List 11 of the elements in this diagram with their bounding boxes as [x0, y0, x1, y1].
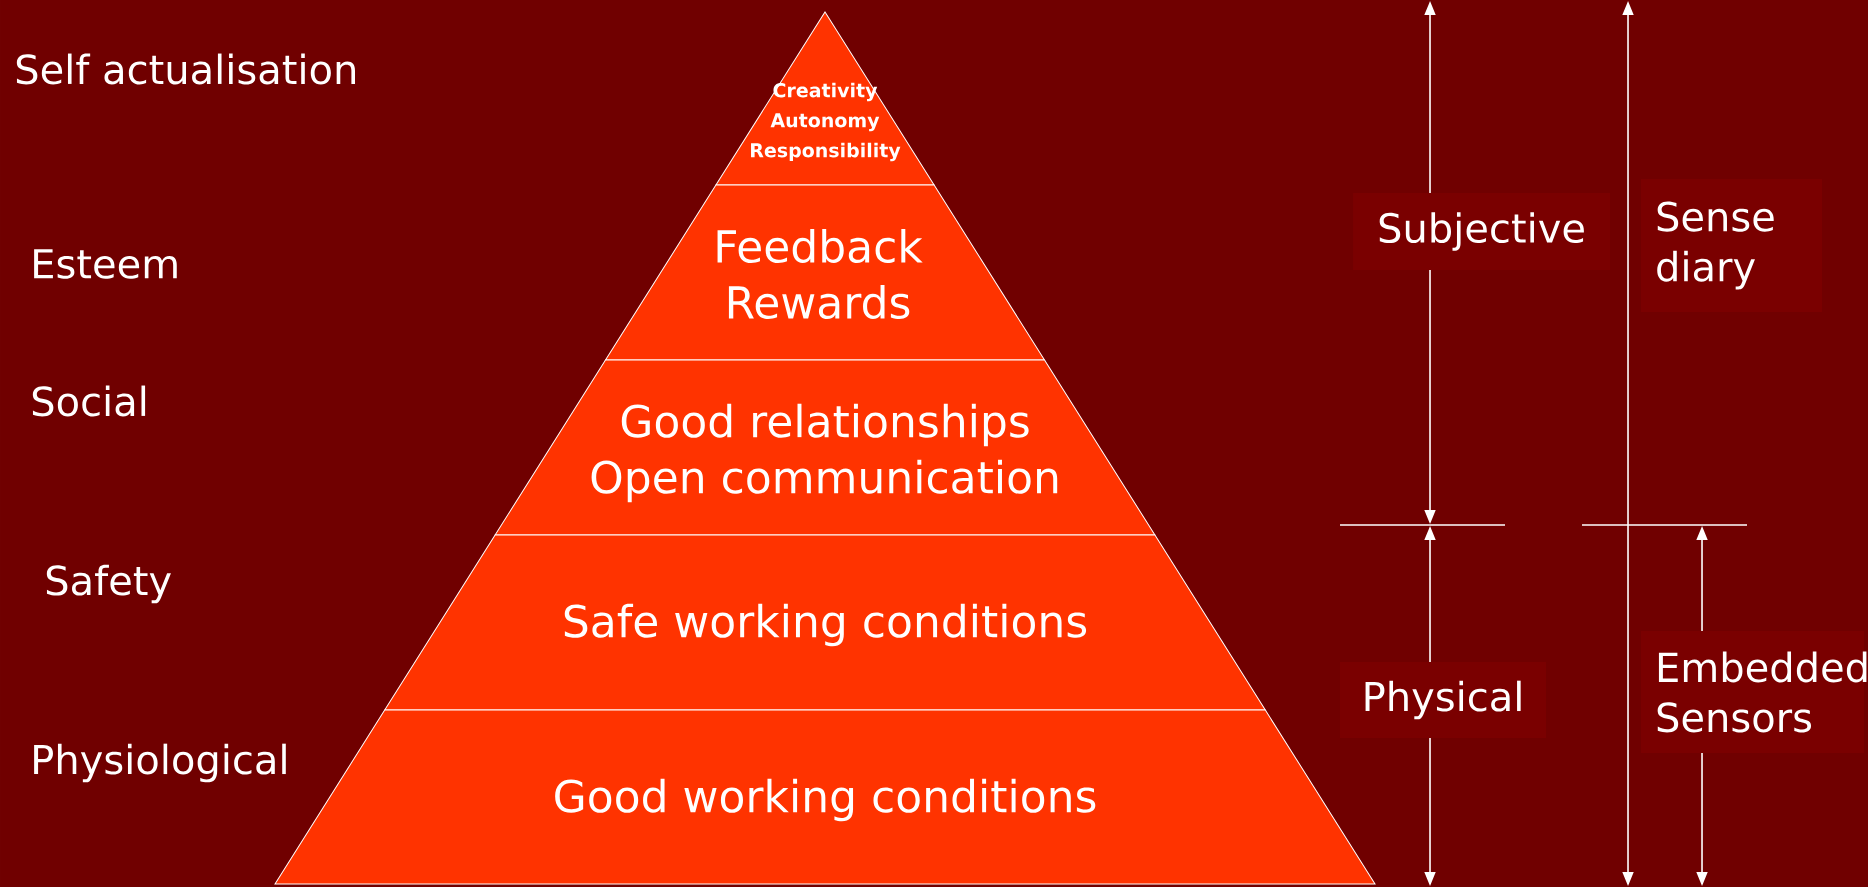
pyramid-band: Safe working conditions — [384, 534, 1266, 711]
level-label: Esteem — [34, 249, 177, 279]
level-label: Safety — [46, 564, 171, 604]
label-box: Embedded Sensors — [1641, 631, 1867, 753]
level-label: Self actualisation — [16, 53, 355, 85]
label-box: Subjective — [1353, 193, 1610, 270]
pyramid-band: Good relationships Open communication — [494, 359, 1156, 536]
label-box: Sense diary — [1641, 179, 1822, 312]
label-box: Physical — [1340, 662, 1546, 738]
pyramid-band: Creativity Autonomy Responsibility — [715, 11, 935, 186]
level-label: Social — [32, 385, 146, 417]
